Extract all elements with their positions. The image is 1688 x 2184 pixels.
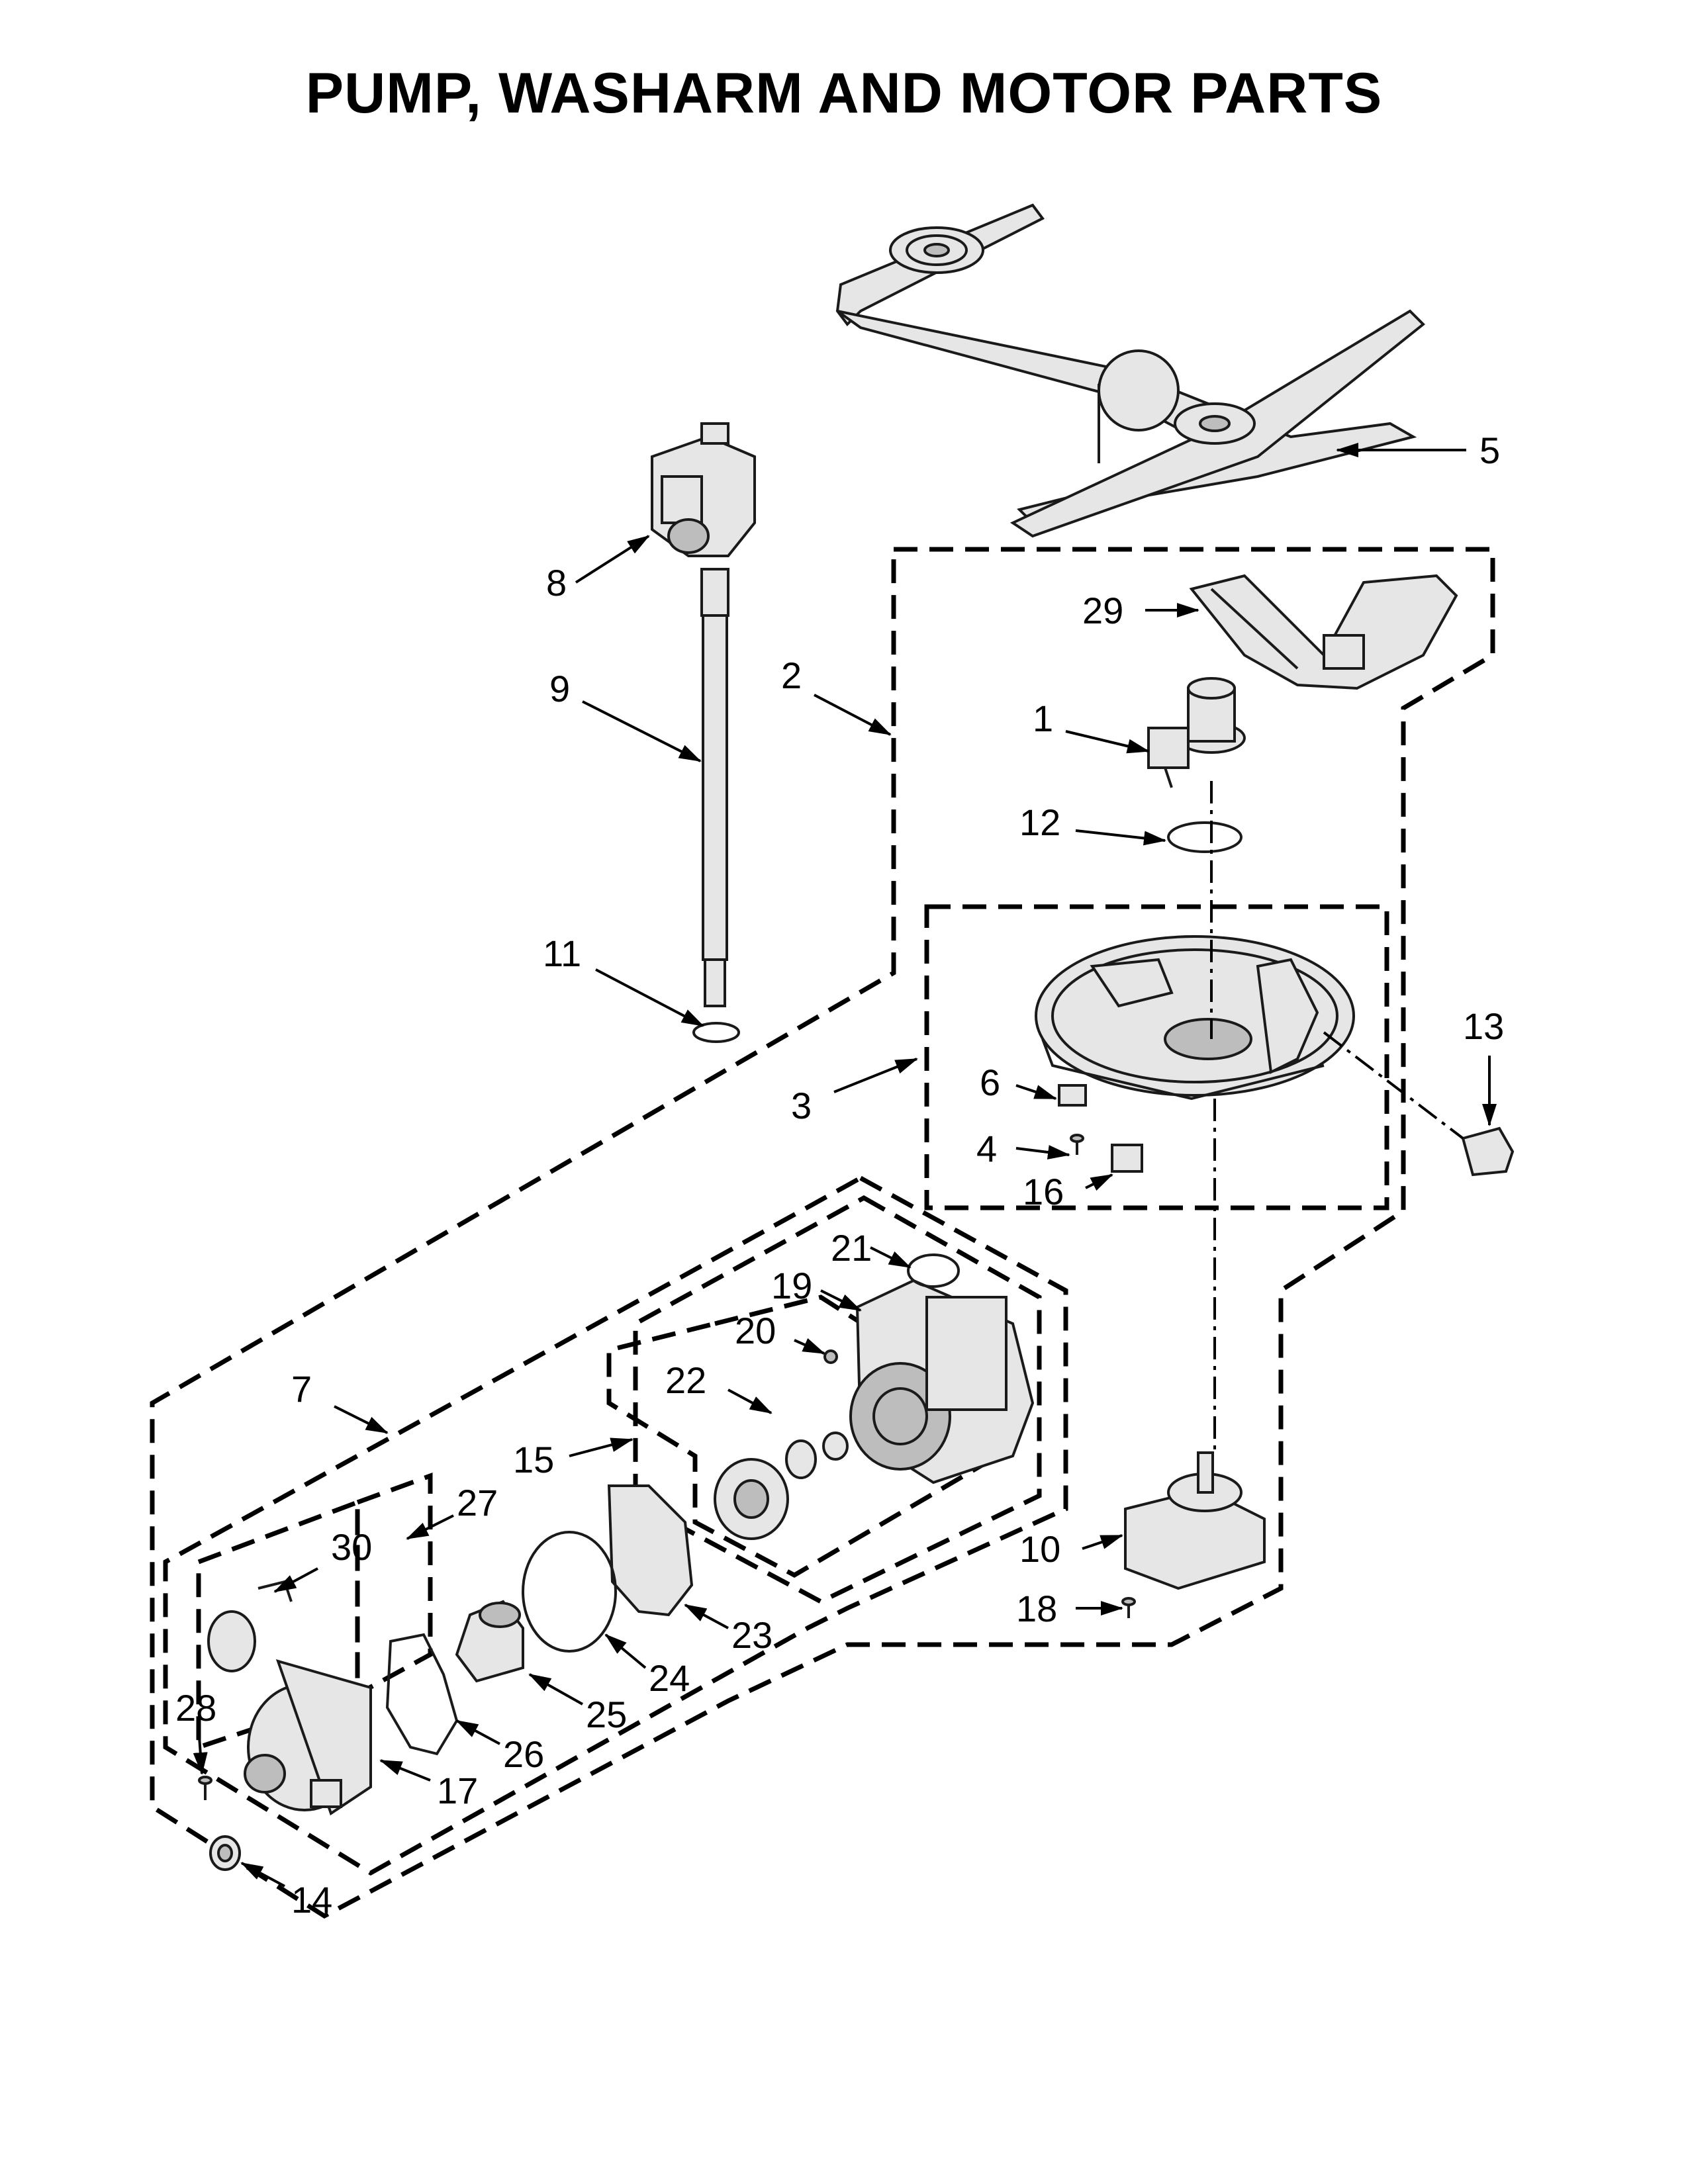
callout-6-label: 6 xyxy=(980,1062,1000,1103)
clamp-part xyxy=(692,1022,740,1043)
callout-7: 7 xyxy=(291,1368,389,1434)
o-ring-21-part xyxy=(907,1253,960,1288)
callout-16-label: 16 xyxy=(1023,1171,1064,1212)
sump-part xyxy=(1035,935,1355,1101)
callout-7-label: 7 xyxy=(291,1368,312,1410)
callout-3: 3 xyxy=(791,1058,918,1126)
callout-5-label: 5 xyxy=(1479,430,1500,471)
gasket-24-part xyxy=(522,1531,617,1653)
impeller-part xyxy=(714,1458,789,1540)
seal-14-part xyxy=(209,1835,241,1871)
assembly-2-outline xyxy=(150,547,1495,1919)
clip-16-part xyxy=(1111,1144,1143,1173)
alignment-line-13 xyxy=(1323,1031,1464,1140)
callout-3-label: 3 xyxy=(791,1085,812,1126)
bracket-part xyxy=(1058,1084,1087,1107)
inlet-25-part xyxy=(455,1600,524,1683)
callout-13-label: 13 xyxy=(1463,1005,1504,1047)
callout-2-label: 2 xyxy=(781,655,802,696)
callout-2: 2 xyxy=(781,655,892,736)
callout-24-label: 24 xyxy=(649,1657,690,1699)
callout-28-label: 28 xyxy=(175,1687,216,1729)
callout-6: 6 xyxy=(980,1062,1057,1103)
callout-18-label: 18 xyxy=(1016,1588,1057,1629)
callout-19: 19 xyxy=(771,1265,862,1312)
callout-26: 26 xyxy=(455,1719,544,1775)
assembly-15-outline xyxy=(633,1195,1042,1604)
callout-1-label: 1 xyxy=(1033,698,1053,739)
callout-10: 10 xyxy=(1019,1528,1123,1570)
callout-27: 27 xyxy=(406,1482,498,1540)
hose-part xyxy=(700,568,729,1007)
callout-12: 12 xyxy=(1019,801,1166,846)
callout-4-label: 4 xyxy=(976,1128,997,1169)
callout-17: 17 xyxy=(379,1759,478,1811)
callout-17-label: 17 xyxy=(437,1770,478,1811)
callout-29-label: 29 xyxy=(1082,590,1123,631)
callout-5: 5 xyxy=(1336,430,1500,471)
cover-part xyxy=(1189,574,1458,690)
shaft-seal-part xyxy=(822,1432,849,1461)
callout-11: 11 xyxy=(543,933,704,1027)
callout-14: 14 xyxy=(240,1862,332,1921)
callout-15: 15 xyxy=(513,1437,633,1480)
callout-11-label: 11 xyxy=(543,933,581,974)
callout-23: 23 xyxy=(684,1604,773,1656)
assembly-17-outline xyxy=(355,1473,433,1698)
impeller-hub-part xyxy=(785,1439,817,1479)
assembly-7-outline xyxy=(163,1175,1068,1876)
callout-1: 1 xyxy=(1033,698,1150,754)
seal-ring-part xyxy=(1167,821,1243,853)
connector-13-part xyxy=(1461,1126,1515,1177)
callout-22-label: 22 xyxy=(665,1359,706,1401)
callout-13: 13 xyxy=(1463,1005,1504,1126)
screw-4-part xyxy=(1070,1134,1084,1155)
assembly-22-outline xyxy=(606,1295,989,1578)
callout-23-label: 23 xyxy=(731,1614,773,1656)
screw-20-part xyxy=(823,1349,838,1364)
callout-21-label: 21 xyxy=(831,1227,872,1269)
callout-26-label: 26 xyxy=(503,1733,544,1775)
callout-18: 18 xyxy=(1016,1588,1123,1629)
callout-8: 8 xyxy=(546,535,650,604)
callout-9-label: 9 xyxy=(549,668,570,709)
callout-21: 21 xyxy=(831,1227,912,1269)
page-title: PUMP, WASHARM AND MOTOR PARTS xyxy=(305,62,1383,125)
callout-20-label: 20 xyxy=(735,1310,776,1351)
callout-8-label: 8 xyxy=(546,562,567,604)
hose-adapter-30-part xyxy=(207,1580,293,1672)
callout-30: 30 xyxy=(273,1526,372,1593)
diverter-motor-part xyxy=(651,422,756,557)
callout-27-label: 27 xyxy=(457,1482,498,1524)
drain-pump-part xyxy=(1124,1451,1266,1590)
callout-16: 16 xyxy=(1023,1171,1113,1212)
gasket-26-part xyxy=(385,1633,459,1756)
callout-28: 28 xyxy=(175,1687,216,1775)
assembly-3-outline xyxy=(924,904,1389,1210)
callout-10-label: 10 xyxy=(1019,1528,1060,1570)
callout-14-label: 14 xyxy=(291,1879,332,1921)
callout-22: 22 xyxy=(665,1359,773,1414)
callout-30-label: 30 xyxy=(331,1526,372,1568)
callout-29: 29 xyxy=(1082,590,1199,631)
callout-20: 20 xyxy=(735,1310,825,1355)
callout-4: 4 xyxy=(976,1128,1070,1169)
callout-9: 9 xyxy=(549,668,702,762)
callout-25: 25 xyxy=(528,1673,627,1735)
screw-18-part xyxy=(1121,1597,1136,1618)
callout-19-label: 19 xyxy=(771,1265,812,1306)
callout-25-label: 25 xyxy=(586,1694,627,1735)
callout-15-label: 15 xyxy=(513,1439,554,1480)
wash-arm-part xyxy=(835,203,1425,538)
screw-28-part xyxy=(198,1776,212,1800)
callout-24: 24 xyxy=(604,1633,690,1699)
pump-housing-17-part xyxy=(244,1659,372,1816)
motor-part xyxy=(849,1279,1035,1484)
callout-12-label: 12 xyxy=(1019,801,1060,843)
sensor-part xyxy=(1147,677,1246,788)
housing-23-part xyxy=(607,1484,694,1617)
